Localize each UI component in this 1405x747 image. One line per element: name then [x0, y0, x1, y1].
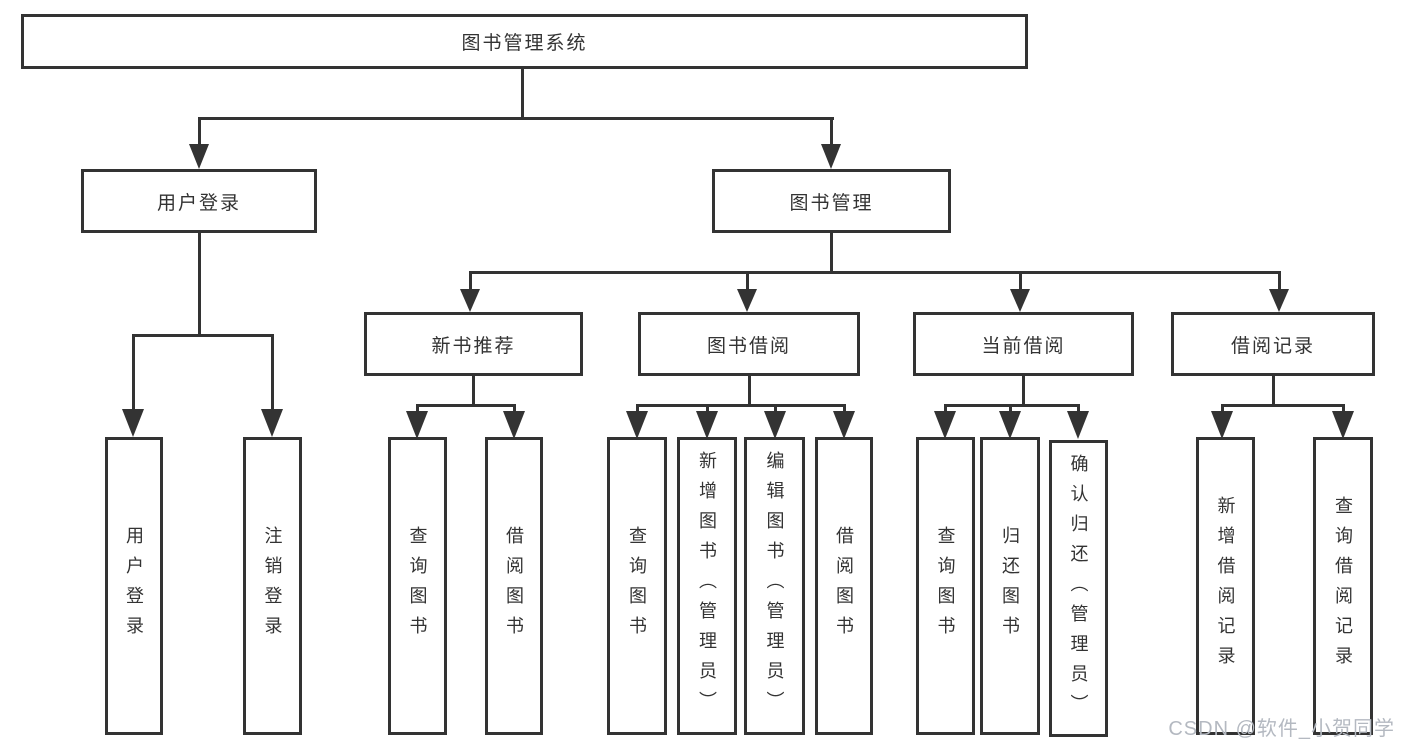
connector-leaf-stem — [1077, 404, 1080, 416]
arrow-to-leaf — [1067, 411, 1089, 439]
connector-leaf-stem — [416, 404, 419, 416]
leaf-label: 确认归还（管理员） — [1068, 453, 1089, 724]
leaf-label: 归还图书 — [1000, 526, 1020, 646]
arrow-to-book-mgmt — [821, 144, 841, 169]
arrow-to-login-leaf — [122, 409, 144, 437]
arrow-to-leaf — [833, 411, 855, 439]
leaf-user-login: 用户登录 — [105, 437, 163, 735]
connector-borrowing-drop — [748, 376, 751, 407]
arrow-to-leaf — [1332, 411, 1354, 439]
leaf-return-books: 归还图书 — [980, 437, 1040, 735]
connector-borrowing-stem — [746, 271, 749, 291]
connector-leaf-stem — [774, 404, 777, 416]
connector-borrowing-rail — [636, 404, 846, 407]
leaf-label: 新增借阅记录 — [1215, 496, 1236, 676]
connector-book-mgmt-drop — [830, 233, 833, 273]
leaf-query-books-borrowing: 查询图书 — [607, 437, 667, 735]
leaf-label: 查询图书 — [935, 526, 956, 646]
leaf-query-borrow-record: 查询借阅记录 — [1313, 437, 1373, 735]
connector-root-drop — [521, 69, 524, 119]
arrow-to-user-login — [189, 144, 209, 169]
connector-newbook-rail — [416, 404, 516, 407]
connector-records-stem — [1278, 271, 1281, 291]
arrow-to-leaf — [406, 411, 428, 439]
connector-login-leaf-stem — [132, 334, 135, 410]
arrow-to-leaf — [1211, 411, 1233, 439]
connector-current-stem — [1019, 271, 1022, 291]
connector-leaf-stem — [1342, 404, 1345, 416]
connector-leaf-stem — [636, 404, 639, 416]
node-borrowing-records: 借阅记录 — [1171, 312, 1375, 376]
connector-logout-leaf-stem — [271, 334, 274, 410]
connector-user-login-drop — [198, 233, 201, 337]
leaf-query-books-recommend: 查询图书 — [388, 437, 447, 735]
connector-leaf-stem — [843, 404, 846, 416]
connector-user-login-stem — [198, 117, 201, 145]
leaf-label: 查询图书 — [407, 526, 428, 646]
leaf-add-borrow-record: 新增借阅记录 — [1196, 437, 1255, 735]
connector-current-rail — [944, 404, 1080, 407]
arrow-to-current — [1010, 289, 1030, 312]
arrow-to-leaf — [764, 411, 786, 439]
connector-level1-rail — [198, 117, 834, 120]
connector-newbook-stem — [469, 271, 472, 291]
leaf-confirm-return-admin: 确认归还（管理员） — [1049, 440, 1108, 737]
leaf-label: 编辑图书（管理员） — [764, 451, 785, 721]
leaf-label: 查询借阅记录 — [1333, 496, 1353, 676]
csdn-watermark: CSDN @软件_小贺同学 — [1168, 718, 1395, 740]
connector-records-drop — [1272, 376, 1275, 407]
connector-records-rail — [1221, 404, 1345, 407]
leaf-edit-books-admin: 编辑图书（管理员） — [744, 437, 805, 735]
leaf-label: 借阅图书 — [504, 526, 524, 646]
connector-leaf-stem — [1221, 404, 1224, 416]
node-library-system: 图书管理系统 — [21, 14, 1028, 69]
leaf-label: 新增图书（管理员） — [697, 451, 717, 721]
connector-level3-rail — [469, 271, 1281, 274]
arrow-to-newbook — [460, 289, 480, 312]
node-book-borrowing: 图书借阅 — [638, 312, 860, 376]
leaf-logout: 注销登录 — [243, 437, 302, 735]
connector-newbook-drop — [472, 376, 475, 407]
connector-leaf-stem — [944, 404, 947, 416]
leaf-label: 查询图书 — [627, 526, 647, 646]
leaf-query-books-current: 查询图书 — [916, 437, 975, 735]
leaf-borrow-books-recommend: 借阅图书 — [485, 437, 543, 735]
arrow-to-leaf — [503, 411, 525, 439]
leaf-label: 借阅图书 — [834, 526, 854, 646]
node-new-book-recommend: 新书推荐 — [364, 312, 583, 376]
connector-book-mgmt-stem — [830, 117, 833, 145]
node-user-login: 用户登录 — [81, 169, 317, 233]
leaf-add-books-admin: 新增图书（管理员） — [677, 437, 737, 735]
node-current-borrowing: 当前借阅 — [913, 312, 1134, 376]
arrow-to-leaf — [999, 411, 1021, 439]
leaf-borrow-books: 借阅图书 — [815, 437, 873, 735]
connector-leaf-stem — [513, 404, 516, 416]
arrow-to-borrowing — [737, 289, 757, 312]
arrow-to-records — [1269, 289, 1289, 312]
arrow-to-leaf — [934, 411, 956, 439]
arrow-to-logout-leaf — [261, 409, 283, 437]
connector-current-drop — [1022, 376, 1025, 407]
leaf-user-login-label: 用户登录 — [124, 526, 144, 646]
connector-leaf-stem — [706, 404, 709, 416]
connector-leaf-stem — [1009, 404, 1012, 416]
arrow-to-leaf — [696, 411, 718, 439]
arrow-to-leaf — [626, 411, 648, 439]
leaf-logout-label: 注销登录 — [262, 526, 283, 646]
node-book-management: 图书管理 — [712, 169, 951, 233]
connector-user-login-rail — [132, 334, 274, 337]
